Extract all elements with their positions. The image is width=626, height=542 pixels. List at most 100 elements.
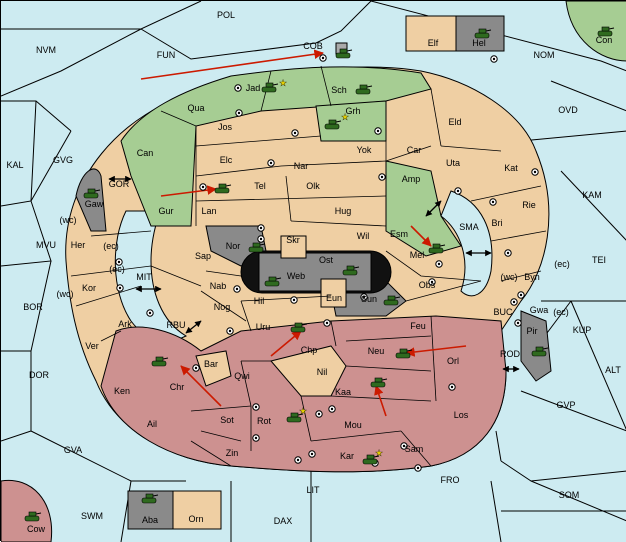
- label-kat: Kat: [504, 163, 518, 173]
- label-kar: Kar: [340, 451, 354, 461]
- label-gvg: GVG: [53, 155, 73, 165]
- label-ovd: OVD: [558, 105, 578, 115]
- label-gwa: Gwa: [530, 305, 549, 315]
- supply-center-dot: [317, 412, 321, 416]
- tank-icon[interactable]: [214, 183, 232, 194]
- label-gur: Gur: [158, 206, 173, 216]
- label-can: Can: [137, 148, 154, 158]
- label-buc: BUC: [493, 307, 513, 317]
- label-wc3: (wc): [501, 272, 518, 282]
- label-kor: Kor: [82, 283, 96, 293]
- label-sap: Sap: [195, 251, 211, 261]
- supply-center-dot: [148, 311, 152, 315]
- label-olk: Olk: [306, 181, 320, 191]
- label-ec1: (ec): [103, 241, 119, 251]
- label-gor: GOR: [109, 179, 130, 189]
- supply-center-dot: [491, 200, 495, 204]
- tank-icon[interactable]: [83, 188, 101, 199]
- label-sot: Sot: [220, 415, 234, 425]
- label-yok: Yok: [357, 145, 372, 155]
- supply-center-dot: [506, 251, 510, 255]
- label-neu: Neu: [368, 346, 385, 356]
- supply-center-dot: [228, 329, 232, 333]
- move-arrow: [160, 185, 217, 197]
- label-nog: Nog: [214, 302, 231, 312]
- supply-center-dot: [310, 452, 314, 456]
- supply-center-dot: [296, 458, 300, 462]
- supply-center-dot: [402, 444, 406, 448]
- label-feu: Feu: [410, 321, 426, 331]
- label-tei: TEI: [592, 255, 606, 265]
- tank-icon[interactable]: [342, 265, 360, 276]
- label-chp: Chp: [301, 345, 318, 355]
- label-chr: Chr: [170, 382, 185, 392]
- tank-icon[interactable]: [151, 356, 169, 367]
- tank-icon[interactable]: [335, 48, 353, 59]
- label-wc2: (wc): [57, 289, 74, 299]
- label-zin: Zin: [226, 448, 239, 458]
- tank-icon[interactable]: [383, 295, 401, 306]
- label-elc: Elc: [220, 155, 233, 165]
- eun-box: [320, 278, 347, 308]
- tank-icon[interactable]: [290, 322, 308, 333]
- label-sun: Sun: [361, 294, 377, 304]
- province-borders: [70, 65, 547, 467]
- label-nar: Nar: [294, 161, 309, 171]
- tank-icon[interactable]: [395, 348, 413, 359]
- tank-icon[interactable]: [248, 242, 266, 253]
- label-car: Car: [407, 145, 422, 155]
- tank-icon[interactable]: [24, 511, 42, 522]
- tank-icon[interactable]: [324, 119, 342, 130]
- supply-center-dot: [362, 295, 366, 299]
- tank-icon[interactable]: [286, 412, 304, 423]
- tank-icon[interactable]: [474, 28, 492, 39]
- tank-icon[interactable]: [261, 82, 279, 93]
- inner-sea-north: [440, 190, 493, 297]
- label-mvu: MVU: [36, 240, 56, 250]
- tank-icon[interactable]: [531, 346, 549, 357]
- label-ec3: (ec): [554, 259, 570, 269]
- tank-icon[interactable]: [355, 84, 373, 95]
- supply-center-dot: [437, 262, 441, 266]
- label-swm: SWM: [81, 511, 103, 521]
- label-uru: Uru: [256, 322, 271, 332]
- con-land: [565, 1, 626, 62]
- label-hug: Hug: [335, 206, 352, 216]
- label-som: SOM: [559, 490, 580, 500]
- supply-center-dot: [456, 189, 460, 193]
- label-rot: Rot: [257, 416, 272, 426]
- supply-center-dot: [416, 466, 420, 470]
- tank-icon[interactable]: [370, 377, 388, 388]
- label-rod: ROD: [500, 349, 521, 359]
- supply-center-dot: [430, 280, 434, 284]
- tank-icon[interactable]: [597, 26, 615, 37]
- label-wc1: (wc): [60, 215, 77, 225]
- label-her: Her: [71, 240, 86, 250]
- label-sam: Sam: [405, 444, 424, 454]
- label-wil: Wil: [357, 231, 370, 241]
- label-eun: Eun: [326, 293, 342, 303]
- label-nor: Nor: [226, 241, 241, 251]
- label-tel: Tel: [254, 181, 266, 191]
- label-bor: BOR: [23, 302, 43, 312]
- supply-center-dot: [533, 170, 537, 174]
- label-nab: Nab: [210, 281, 227, 291]
- supply-center-dot: [259, 237, 263, 241]
- convoy-links: [108, 175, 520, 373]
- label-los: Los: [454, 410, 469, 420]
- tank-icon[interactable]: [264, 276, 282, 287]
- supply-center-dot: [292, 298, 296, 302]
- label-jos: Jos: [218, 122, 233, 132]
- supply-center-dot: [325, 321, 329, 325]
- label-dax: DAX: [274, 516, 293, 526]
- star-icon: ★: [279, 78, 287, 88]
- label-aba: Aba: [142, 515, 158, 525]
- tank-icon[interactable]: [428, 243, 446, 254]
- units: ★★★★: [24, 26, 615, 522]
- supply-center-dot: [194, 366, 198, 370]
- aba-box: [127, 490, 174, 530]
- tank-icon[interactable]: [362, 454, 380, 465]
- tank-icon[interactable]: [141, 493, 159, 504]
